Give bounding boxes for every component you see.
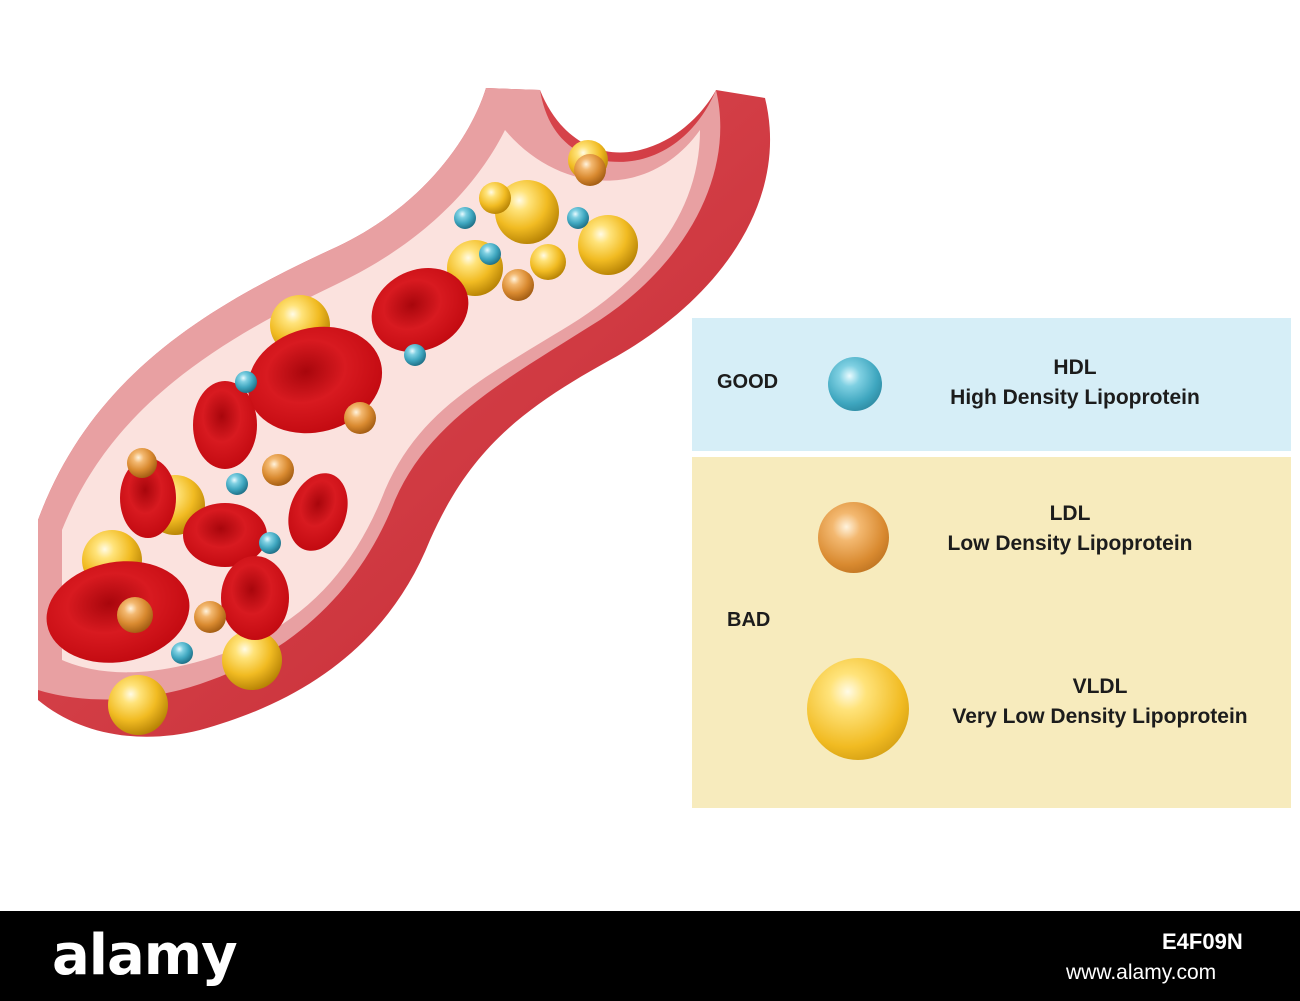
- vldl-legend-entry: VLDL Very Low Density Lipoprotein: [915, 672, 1285, 732]
- hdl-particle: [454, 207, 476, 229]
- hdl-particle: [171, 642, 193, 664]
- vldl-particle: [495, 180, 559, 244]
- red-blood-cell: [371, 268, 469, 352]
- hdl-particle: [479, 243, 501, 265]
- hdl-name: High Density Lipoprotein: [950, 386, 1200, 409]
- bad-legend-panel: [692, 457, 1291, 808]
- vldl-particle: [222, 630, 282, 690]
- vldl-name: Very Low Density Lipoprotein: [952, 705, 1248, 728]
- bad-category-label: BAD: [727, 609, 771, 631]
- red-blood-cell: [247, 326, 383, 434]
- hdl-particle: [235, 371, 257, 393]
- ldl-particle: [194, 601, 226, 633]
- image-id: E4F09N: [1162, 929, 1243, 954]
- ldl-particle: [502, 269, 534, 301]
- good-legend-panel: [692, 318, 1291, 451]
- good-category-label: GOOD: [717, 371, 779, 393]
- vldl-abbr: VLDL: [1072, 675, 1128, 698]
- ldl-abbr: LDL: [1049, 502, 1091, 525]
- blood-vessel-illustration: [38, 88, 771, 737]
- ldl-legend-entry: LDL Low Density Lipoprotein: [905, 499, 1235, 559]
- red-blood-cell: [221, 556, 289, 640]
- hdl-particle: [404, 344, 426, 366]
- ldl-particle: [117, 597, 153, 633]
- brand-logo: alamy: [52, 923, 238, 988]
- yellow-sphere-icon: [807, 658, 909, 760]
- red-blood-cell: [183, 503, 267, 567]
- vldl-particle: [530, 244, 566, 280]
- hdl-particle: [567, 207, 589, 229]
- hdl-legend-entry: HDL High Density Lipoprotein: [910, 353, 1240, 413]
- vldl-particle: [479, 182, 511, 214]
- orange-sphere-icon: [818, 502, 889, 573]
- red-blood-cells: [46, 268, 469, 663]
- ldl-particle: [262, 454, 294, 486]
- blue-sphere-icon: [828, 357, 882, 411]
- ldl-particles: [117, 154, 606, 633]
- red-blood-cell: [120, 458, 176, 538]
- ldl-name: Low Density Lipoprotein: [947, 532, 1193, 555]
- hdl-particles: [171, 207, 589, 664]
- red-blood-cell: [288, 473, 348, 551]
- red-blood-cell: [193, 381, 257, 469]
- ldl-particle: [344, 402, 376, 434]
- hdl-particle: [259, 532, 281, 554]
- site-url: www.alamy.com: [1066, 961, 1217, 984]
- hdl-particle: [226, 473, 248, 495]
- ldl-particle: [574, 154, 606, 186]
- footer-bar: alamy E4F09N www.alamy.com: [0, 911, 1300, 1001]
- ldl-particle: [127, 448, 157, 478]
- vldl-particle: [578, 215, 638, 275]
- vldl-particle: [108, 675, 168, 735]
- hdl-abbr: HDL: [1053, 356, 1097, 379]
